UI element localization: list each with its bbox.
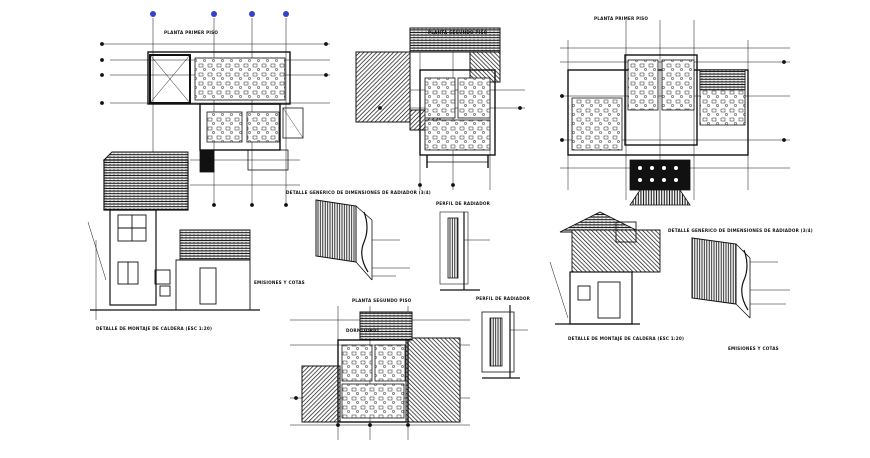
plan-segundo-piso-1 — [355, 27, 525, 190]
radiator-profile-2 — [481, 305, 528, 379]
label-dormitorio: DORMITORIO — [346, 328, 379, 333]
label-planta-segundo-piso-2: PLANTA SEGUNDO PISO — [352, 298, 412, 303]
label-detalle-radiador-1: DETALLE GENERICO DE DIMENSIONES DE RADIA… — [286, 190, 431, 195]
elevation-house-2 — [549, 211, 661, 325]
plan-primer-piso-1 — [100, 11, 330, 207]
label-perfil-radiador-2: PERFIL DE RADIADOR — [476, 296, 531, 301]
radiator-detail-2 — [691, 237, 790, 319]
plan-primer-piso-2 — [560, 20, 790, 206]
label-planta-primer-piso-1: PLANTA PRIMER PISO — [164, 30, 218, 35]
label-planta-segundo-piso-1: PLANTA SEGUNDO PISO — [428, 30, 488, 35]
plan-segundo-piso-2 — [290, 306, 470, 440]
label-planta-primer-piso-2: PLANTA PRIMER PISO — [594, 16, 648, 21]
radiator-detail-1 — [315, 199, 490, 291]
label-detalle-caldera-2: DETALLE DE MONTAJE DE CALDERA (ESC 1:20) — [568, 336, 684, 341]
elevation-house-1 — [87, 151, 260, 320]
label-emisiones-2: EMISIONES Y COTAS — [728, 346, 779, 351]
label-detalle-radiador-2: DETALLE GENERICO DE DIMENSIONES DE RADIA… — [668, 228, 813, 233]
label-emisiones-1: EMISIONES Y COTAS — [254, 280, 305, 285]
grid-markers — [150, 11, 289, 17]
label-perfil-radiador-1: PERFIL DE RADIADOR — [436, 201, 491, 206]
label-detalle-caldera-1: DETALLE DE MONTAJE DE CALDERA (ESC 1:20) — [96, 326, 212, 331]
